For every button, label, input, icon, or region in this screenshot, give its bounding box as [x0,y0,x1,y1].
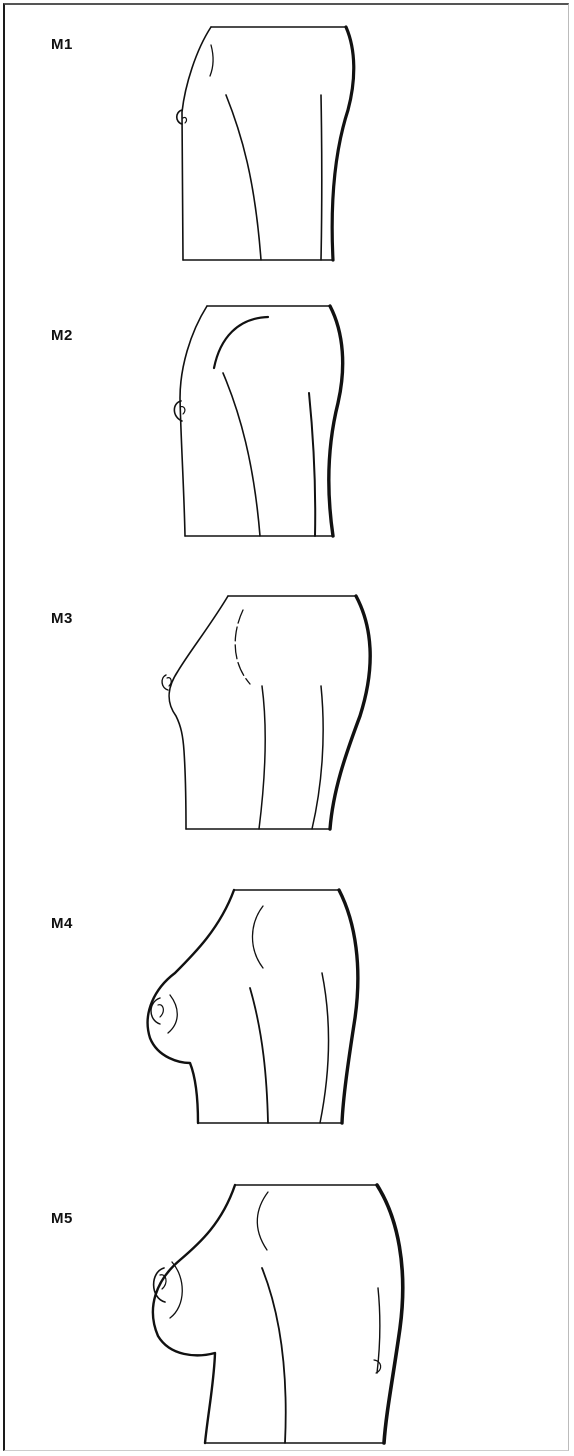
stage-m5: M5 [0,1168,574,1451]
stage-m3: M3 [0,566,574,849]
stage-m1: M1 [0,0,574,283]
torso-drawing-m4 [0,868,574,1168]
stage-m4: M4 [0,868,574,1151]
torso-drawing-m1 [0,0,574,283]
torso-drawing-m2 [0,283,574,566]
torso-drawing-m5 [0,1168,574,1456]
stage-m2: M2 [0,283,574,566]
torso-drawing-m3 [0,566,574,866]
